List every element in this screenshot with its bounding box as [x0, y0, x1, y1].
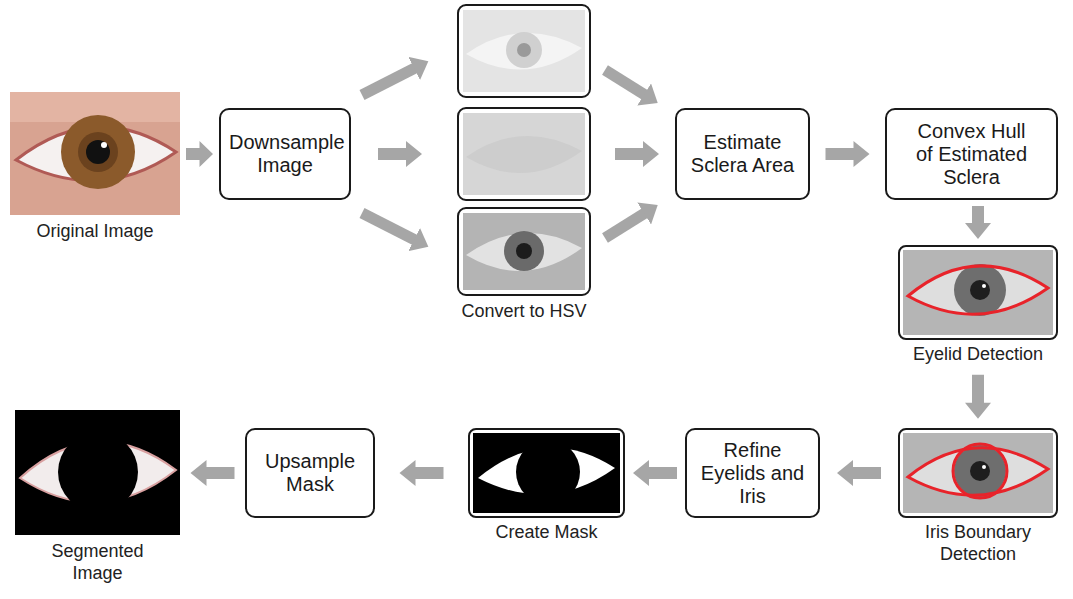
image-caption: Eyelid Detection [898, 344, 1058, 366]
image-caption: Convert to HSV [449, 301, 599, 323]
process-box: Downsample Image [219, 108, 351, 200]
image-group: Convert to HSV [458, 5, 590, 295]
mask-image [473, 433, 620, 513]
flow-arrow [633, 460, 677, 486]
image-panel: Iris Boundary Detection [898, 428, 1058, 518]
step-label: Downsample Image [229, 131, 341, 177]
flow-arrow [965, 375, 991, 419]
flow-arrow [400, 460, 444, 486]
flow-arrow [378, 141, 422, 167]
image-panel: Create Mask [468, 428, 625, 518]
image-panel: Original Image [10, 92, 180, 215]
flow-arrow [837, 460, 881, 486]
hsv-channel-images [458, 5, 590, 295]
flow-arrow [615, 141, 659, 167]
step-label: Convex Hull of Estimated Sclera [912, 120, 1032, 189]
step-label: Refine Eyelids and Iris [695, 439, 810, 508]
image-caption: Create Mask [472, 522, 622, 544]
image-caption: Segmented Image [43, 541, 153, 584]
eyelid-detection-image [903, 250, 1053, 335]
image-caption: Iris Boundary Detection [908, 522, 1048, 565]
image-panel: Eyelid Detection [898, 245, 1058, 340]
segmented-eye-image [15, 410, 180, 535]
process-box: Estimate Sclera Area [675, 108, 810, 200]
image-panel: Segmented Image [15, 410, 180, 535]
image-caption: Original Image [15, 221, 175, 243]
fan-arrows [362, 68, 645, 240]
flow-arrow [186, 141, 213, 167]
iris-detection-image [903, 433, 1053, 513]
flow-arrow [965, 206, 991, 239]
step-label: Estimate Sclera Area [685, 131, 800, 177]
flow-arrow [191, 460, 235, 486]
step-label: Upsample Mask [260, 450, 360, 496]
flow-arrow [826, 141, 870, 167]
process-box: Refine Eyelids and Iris [685, 428, 820, 518]
process-box: Convex Hull of Estimated Sclera [885, 108, 1058, 200]
original-eye-photo [10, 92, 180, 215]
process-box: Upsample Mask [245, 428, 375, 518]
